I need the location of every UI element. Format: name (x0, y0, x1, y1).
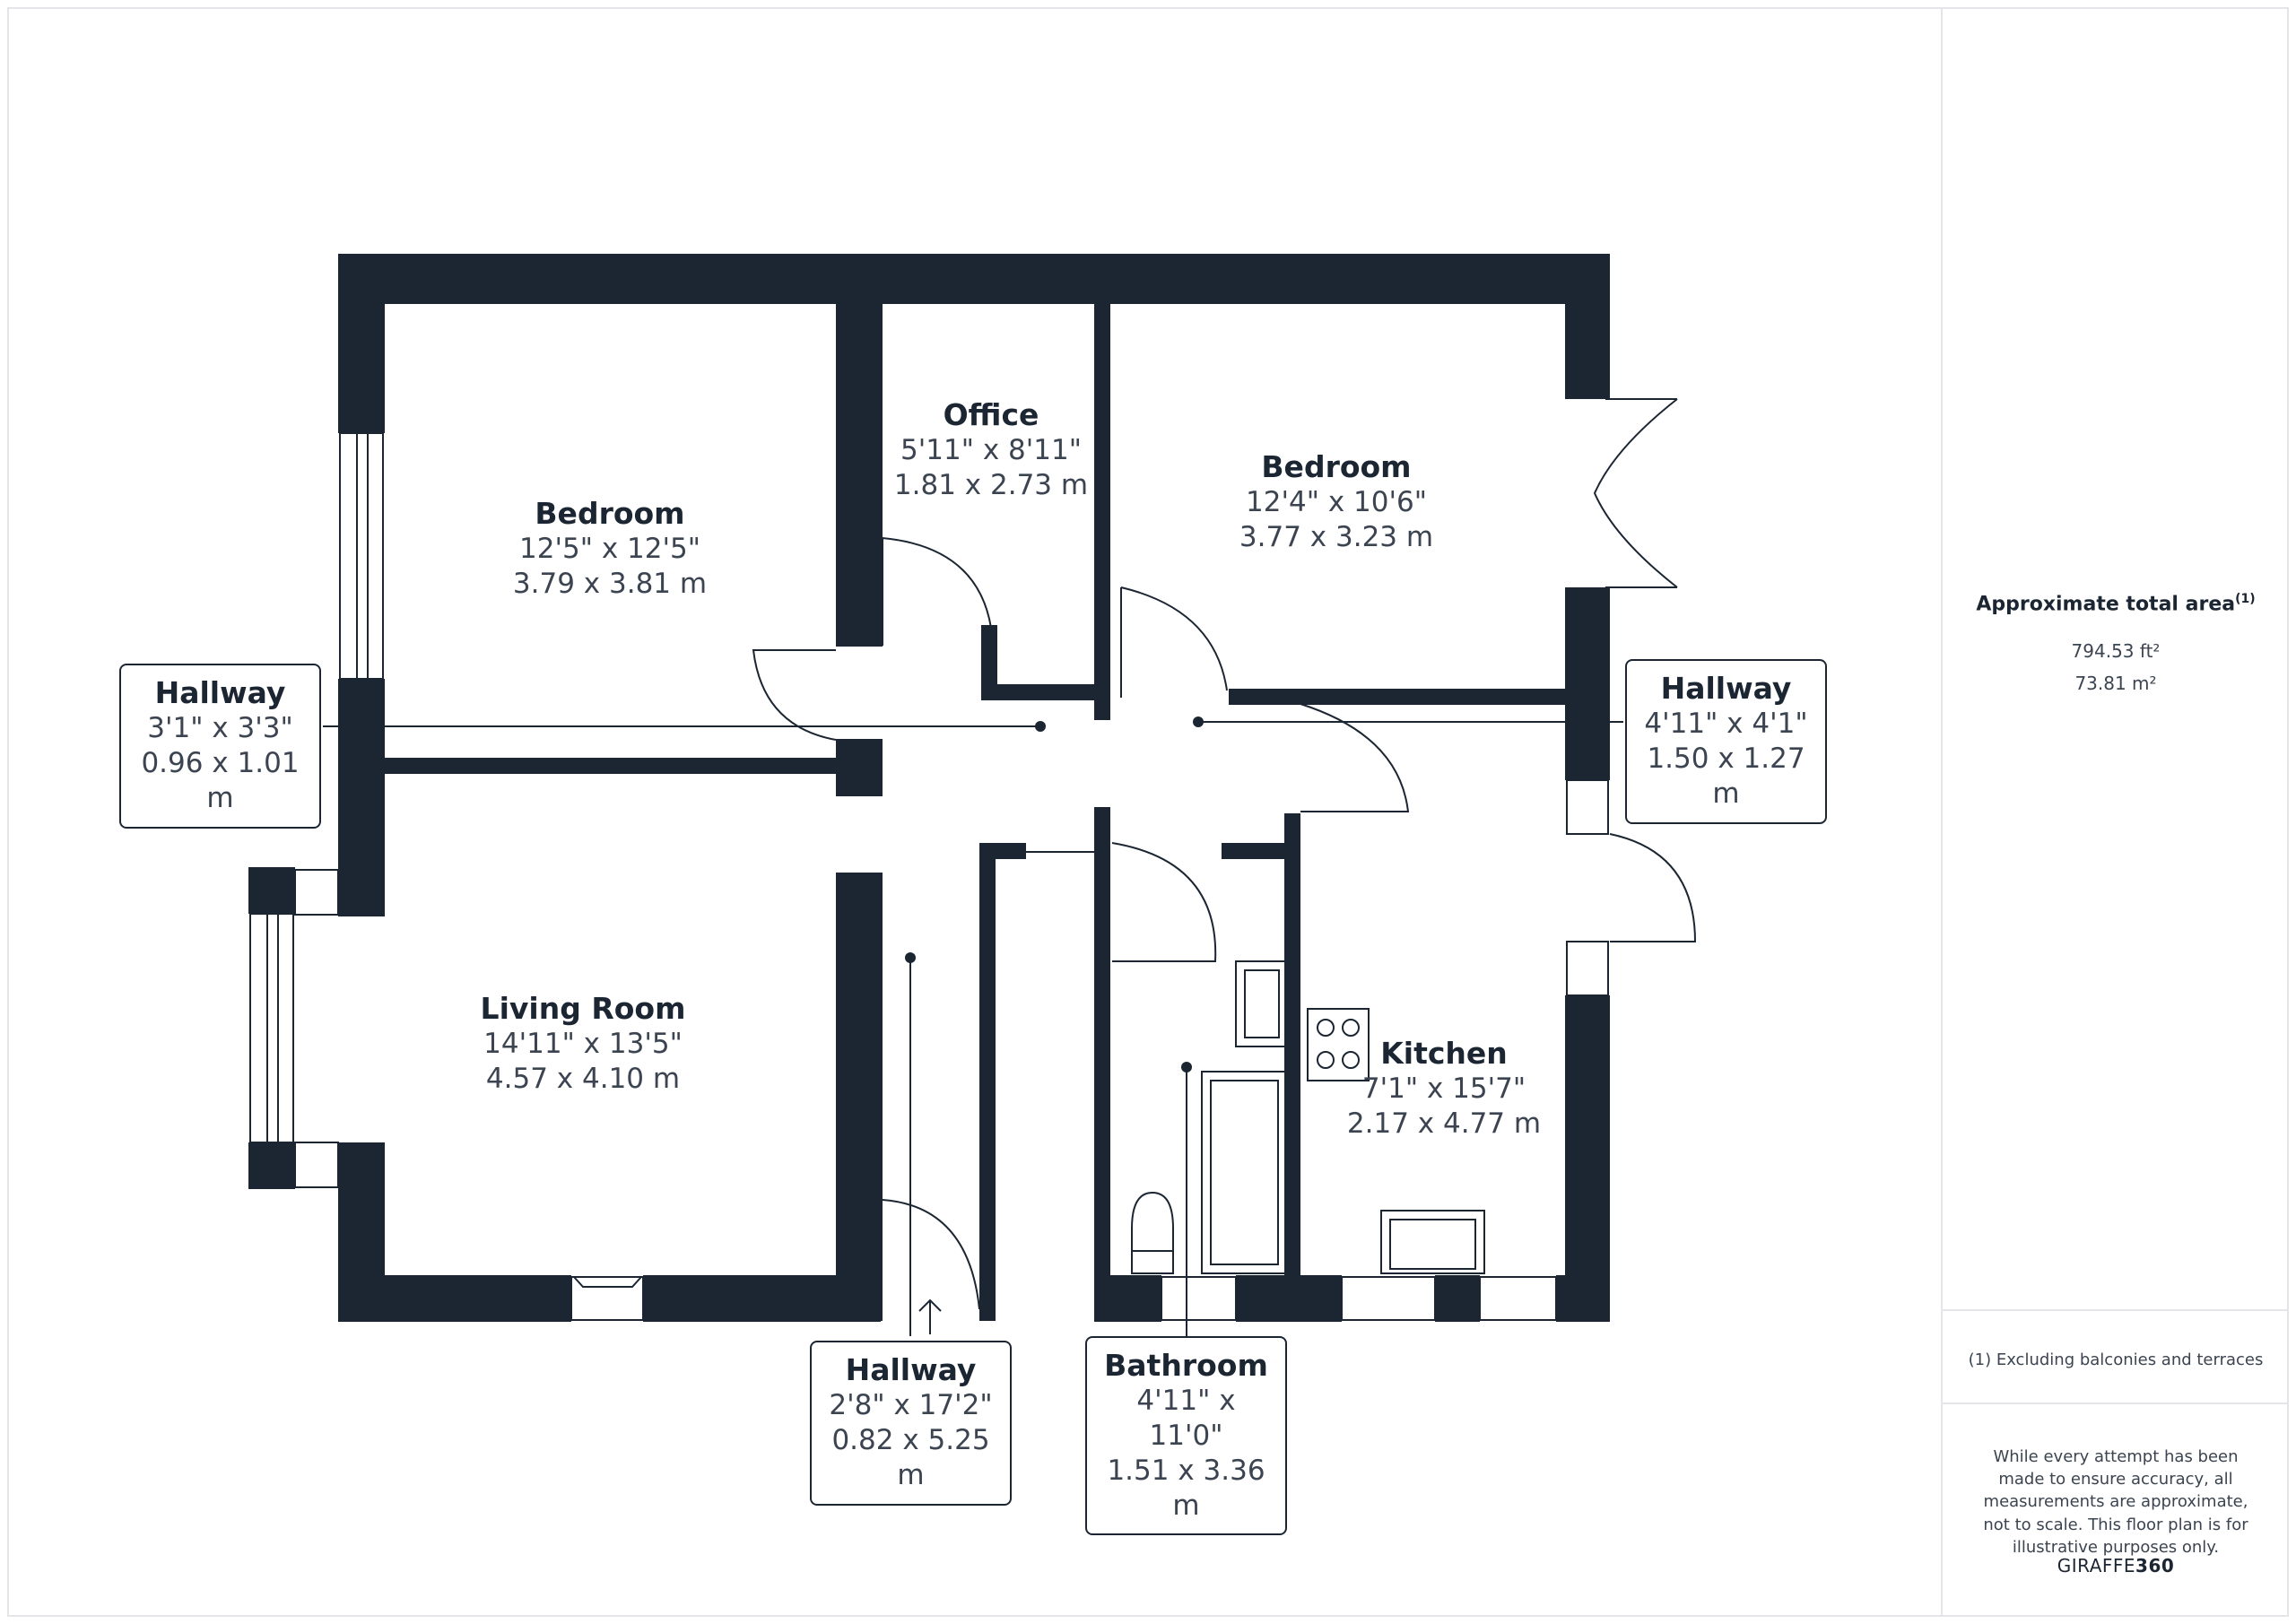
markers (905, 716, 1204, 1073)
room-label-bedroom-1: Bedroom 12'5" x 12'5" 3.79 x 3.81 m (475, 495, 744, 602)
divider (1943, 1309, 2289, 1311)
room-size-metric: 0.82 x 5.25 m (831, 1424, 990, 1491)
room-label-bedroom-2: Bedroom 12'4" x 10'6" 3.77 x 3.23 m (1202, 448, 1471, 555)
room-label-hallway-bottom: Hallway 2'8" x 17'2" 0.82 x 5.25 m (810, 1341, 1012, 1506)
room-size-imperial: 3'1" x 3'3" (147, 712, 293, 745)
total-area-title: Approximate total area(1) (1943, 592, 2289, 615)
room-label-kitchen: Kitchen 7'1" x 15'7" 2.17 x 4.77 m (1318, 1035, 1570, 1142)
room-size-imperial: 5'11" x 8'11" (900, 434, 1082, 467)
total-area-m2: 73.81 m² (2074, 673, 2157, 694)
divider (1943, 1403, 2289, 1404)
room-size-metric: 1.50 x 1.27 m (1647, 743, 1805, 810)
room-size-imperial: 12'4" x 10'6" (1246, 486, 1427, 519)
room-label-hallway-right: Hallway 4'11" x 4'1" 1.50 x 1.27 m (1625, 659, 1827, 824)
page-frame (7, 7, 2289, 1617)
room-size-imperial: 12'5" x 12'5" (519, 533, 700, 566)
room-size-metric: 1.81 x 2.73 m (893, 469, 1089, 501)
brand-prefix: GIRAFFE (2057, 1555, 2136, 1576)
room-name: Hallway (154, 675, 286, 710)
room-size-metric: 3.79 x 3.81 m (512, 568, 708, 600)
room-size-imperial: 7'1" x 15'7" (1361, 1073, 1526, 1106)
floor-plan (248, 254, 1697, 1336)
room-size-imperial: 14'11" x 13'5" (483, 1028, 683, 1061)
room-name: Living Room (480, 991, 686, 1026)
walls (248, 254, 1610, 1322)
room-size-imperial: 2'8" x 17'2" (829, 1389, 993, 1422)
room-label-office: Office 5'11" x 8'11" 1.81 x 2.73 m (879, 396, 1103, 503)
total-area-title-text: Approximate total area (1976, 593, 2236, 616)
room-size-metric: 3.77 x 3.23 m (1239, 521, 1434, 553)
info-panel: Approximate total area(1) 794.53 ft² 73.… (1941, 7, 2289, 1617)
room-name: Office (943, 397, 1039, 432)
room-size-metric: 0.96 x 1.01 m (141, 747, 300, 814)
brand-suffix: 360 (2135, 1555, 2175, 1576)
footnote-marker: (1) (2235, 592, 2256, 606)
room-name: Kitchen (1380, 1036, 1508, 1071)
room-size-metric: 2.17 x 4.77 m (1346, 1107, 1542, 1140)
windows-doors (249, 255, 1697, 1336)
room-name: Bathroom (1104, 1348, 1268, 1383)
room-label-hallway-left: Hallway 3'1" x 3'3" 0.96 x 1.01 m (119, 664, 321, 829)
room-name: Bedroom (535, 496, 685, 531)
room-name: Hallway (845, 1352, 977, 1387)
room-label-living-room: Living Room 14'11" x 13'5" 4.57 x 4.10 m (448, 990, 718, 1097)
room-name: Bedroom (1261, 449, 1412, 484)
room-size-imperial: 4'11" x 11'0" (1136, 1385, 1236, 1452)
total-area-ft2: 794.53 ft² (2071, 640, 2161, 662)
entrance-arrow-icon (918, 1298, 942, 1334)
room-size-imperial: 4'11" x 4'1" (1644, 708, 1808, 741)
room-label-bathroom: Bathroom 4'11" x 11'0" 1.51 x 3.36 m (1085, 1336, 1287, 1536)
brand-logo: GIRAFFE360 (1943, 1555, 2289, 1576)
room-name: Hallway (1660, 671, 1792, 706)
footnote-text: (1) Excluding balconies and terraces (1968, 1350, 2264, 1369)
room-size-metric: 4.57 x 4.10 m (485, 1063, 681, 1095)
room-size-metric: 1.51 x 3.36 m (1107, 1454, 1265, 1522)
disclaimer-text: While every attempt has been made to ens… (1983, 1447, 2248, 1557)
